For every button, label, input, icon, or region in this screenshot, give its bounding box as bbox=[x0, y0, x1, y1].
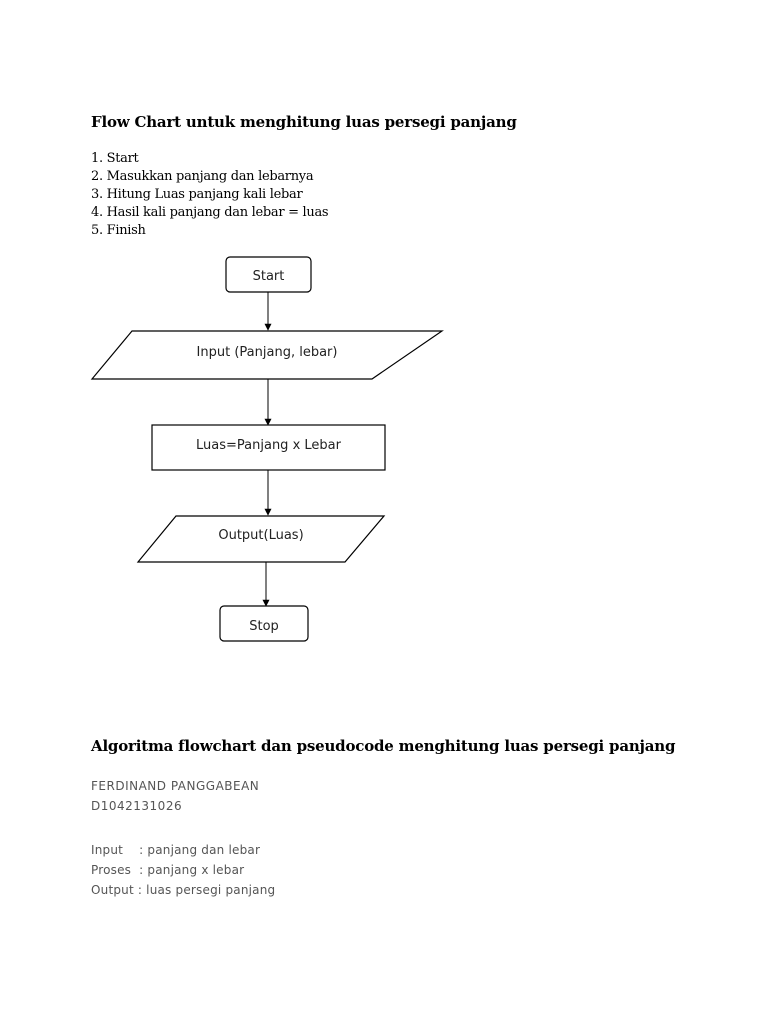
pseudocode-value: : panjang x lebar bbox=[139, 863, 245, 877]
algorithm-steps: 1. Start 2. Masukkan panjang dan lebarny… bbox=[91, 150, 329, 240]
process-node: Luas=Panjang x Lebar bbox=[151, 424, 386, 471]
pseudocode-value: : luas persegi panjang bbox=[137, 883, 276, 897]
stop-label: Stop bbox=[249, 619, 279, 634]
step-item: 1. Start bbox=[91, 151, 139, 166]
step-item: 5. Finish bbox=[91, 223, 146, 238]
output-node: Output(Luas) bbox=[136, 515, 386, 563]
output-label: Output(Luas) bbox=[218, 528, 303, 543]
pseudocode-value: : panjang dan lebar bbox=[139, 843, 261, 857]
author-name: FERDINAND PANGGABEAN bbox=[91, 779, 260, 793]
student-id: D1042131026 bbox=[91, 799, 183, 813]
input-label: Input (Panjang, lebar) bbox=[197, 345, 338, 360]
step-item: 4. Hasil kali panjang dan lebar = luas bbox=[91, 205, 329, 220]
start-node: Start bbox=[225, 256, 312, 293]
step-item: 3. Hitung Luas panjang kali lebar bbox=[91, 187, 303, 202]
flowchart-diagram: Start Input (Panjang, lebar) Luas=Panjan… bbox=[90, 256, 444, 642]
pseudocode-row: Output : luas persegi panjang bbox=[91, 880, 275, 900]
pseudocode-block: Input : panjang dan lebar Proses : panja… bbox=[91, 840, 275, 900]
pseudocode-label: Proses bbox=[91, 863, 140, 877]
process-label: Luas=Panjang x Lebar bbox=[196, 438, 342, 453]
step-item: 2. Masukkan panjang dan lebarnya bbox=[91, 169, 314, 184]
pseudocode-row: Input : panjang dan lebar bbox=[91, 840, 275, 860]
flowchart-heading: Flow Chart untuk menghitung luas persegi… bbox=[91, 113, 517, 131]
stop-node: Stop bbox=[219, 605, 309, 642]
input-node: Input (Panjang, lebar) bbox=[90, 330, 444, 380]
pseudocode-label: Input bbox=[91, 843, 140, 857]
start-label: Start bbox=[253, 269, 285, 284]
pseudocode-heading: Algoritma flowchart dan pseudocode mengh… bbox=[91, 737, 676, 755]
pseudocode-row: Proses : panjang x lebar bbox=[91, 860, 275, 880]
pseudocode-label: Output bbox=[91, 883, 138, 897]
